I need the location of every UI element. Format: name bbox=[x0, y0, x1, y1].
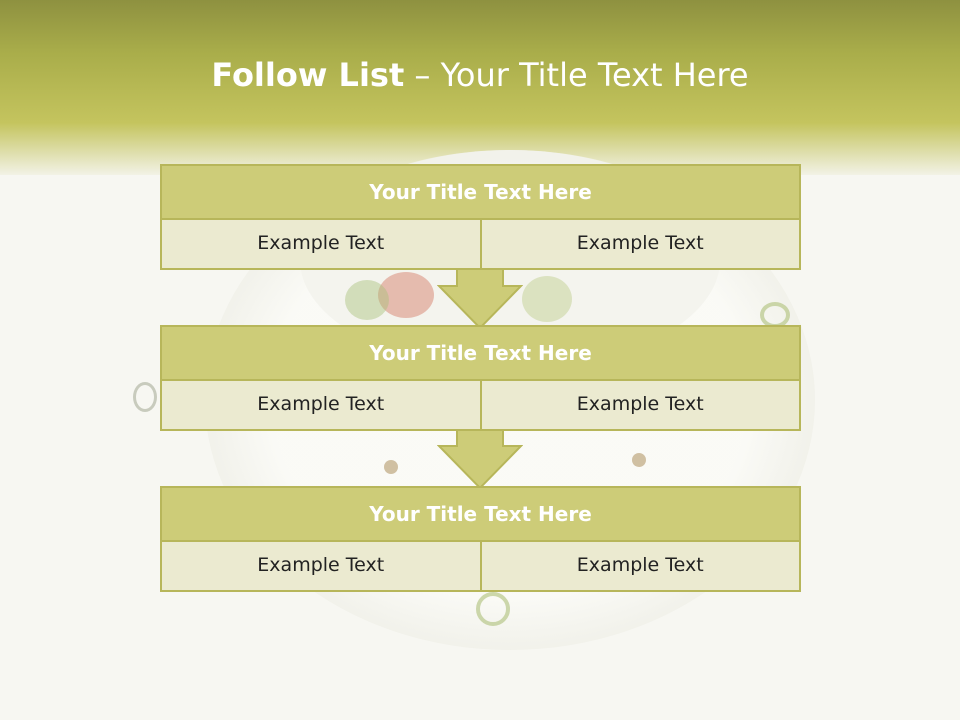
block-row: Example Text Example Text bbox=[160, 381, 801, 431]
block-row: Example Text Example Text bbox=[160, 542, 801, 592]
block-cell-right: Example Text bbox=[479, 542, 799, 590]
block-title: Your Title Text Here bbox=[160, 325, 801, 381]
title-bold-part: Follow List bbox=[211, 56, 405, 94]
down-arrow-icon bbox=[437, 428, 523, 490]
block-cell-left: Example Text bbox=[162, 381, 480, 429]
background-cucumber bbox=[522, 276, 572, 322]
background-pea bbox=[632, 453, 646, 467]
header-band bbox=[0, 0, 960, 175]
background-onion-ring bbox=[133, 382, 157, 412]
block-title: Your Title Text Here bbox=[160, 486, 801, 542]
list-block-2: Your Title Text Here Example Text Exampl… bbox=[160, 325, 801, 431]
page-title: Follow List – Your Title Text Here bbox=[0, 55, 960, 95]
background-lettuce bbox=[345, 280, 389, 320]
down-arrow-icon bbox=[437, 268, 523, 330]
block-cell-right: Example Text bbox=[479, 381, 799, 429]
background-onion-ring bbox=[476, 592, 510, 626]
block-cell-right: Example Text bbox=[479, 220, 799, 268]
title-separator: – bbox=[404, 56, 441, 94]
block-cell-left: Example Text bbox=[162, 220, 480, 268]
list-block-3: Your Title Text Here Example Text Exampl… bbox=[160, 486, 801, 592]
list-block-1: Your Title Text Here Example Text Exampl… bbox=[160, 164, 801, 270]
block-row: Example Text Example Text bbox=[160, 220, 801, 270]
background-pea bbox=[384, 460, 398, 474]
background-tomato bbox=[378, 272, 434, 318]
title-rest-part: Your Title Text Here bbox=[440, 56, 749, 94]
block-cell-left: Example Text bbox=[162, 542, 480, 590]
block-title: Your Title Text Here bbox=[160, 164, 801, 220]
